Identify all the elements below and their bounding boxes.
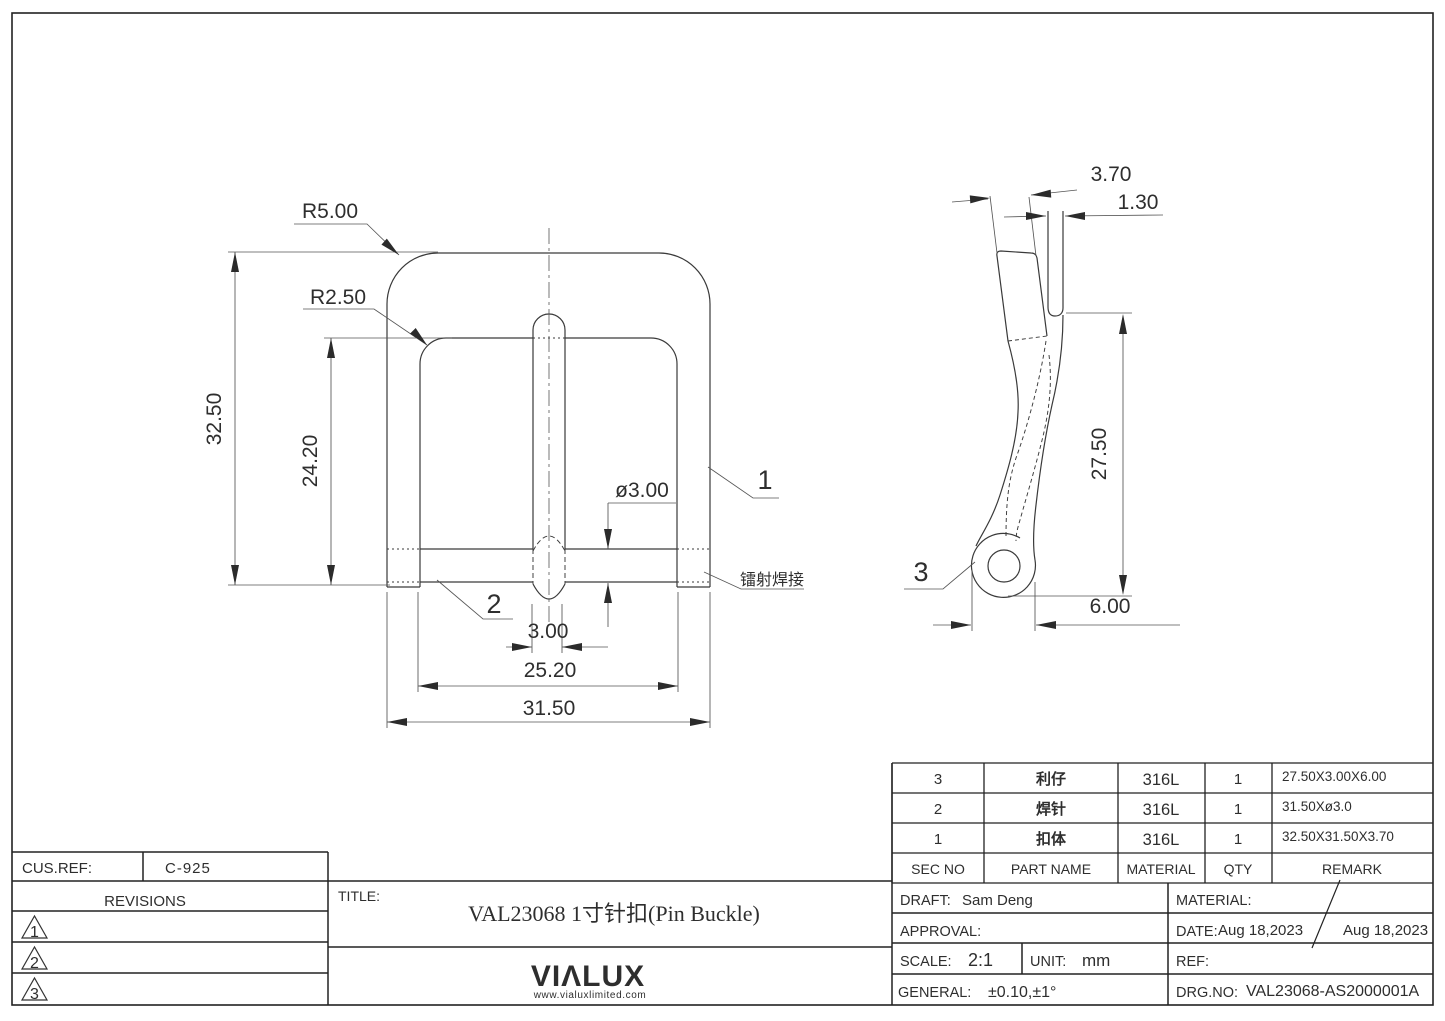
col-header-qty: QTY [1224, 861, 1253, 877]
side-view-dimensions [904, 189, 1180, 631]
cus-ref-value: C-925 [165, 860, 211, 877]
dim-overall-width: 31.50 [523, 697, 576, 720]
date-value-2: Aug 18,2023 [1343, 922, 1428, 939]
balloon-2: 2 [486, 589, 501, 619]
cell-remark-r2: 31.50Xø3.0 [1282, 799, 1352, 814]
cell-remark-r3: 27.50X3.00X6.00 [1282, 769, 1386, 784]
date-value-1: Aug 18,2023 [1218, 922, 1303, 939]
dim-inner-height: 24.20 [299, 435, 322, 488]
dim-curl-width: 6.00 [1090, 595, 1131, 618]
revisions-label: REVISIONS [104, 893, 186, 910]
cell-qty-r2: 1 [1234, 801, 1242, 818]
cell-partname-r1: 扣体 [1036, 830, 1067, 848]
general-label: GENERAL: [898, 985, 971, 1001]
scale-value: 2:1 [968, 950, 993, 970]
dim-body-thickness: 3.70 [1091, 163, 1132, 186]
side-view-arrows [951, 189, 1127, 629]
draft-label: DRAFT: [900, 893, 951, 909]
cell-material-r2: 316L [1143, 801, 1180, 819]
material-label: MATERIAL: [1176, 893, 1251, 909]
cell-material-r3: 316L [1143, 771, 1180, 789]
sheet-border [11, 12, 1434, 1006]
dim-inner-width: 25.20 [524, 659, 577, 682]
front-view-labels: R5.00 R2.50 32.50 24.20 ø3.00 3.00 25.20… [203, 200, 804, 720]
col-header-material: MATERIAL [1127, 861, 1196, 877]
date-label: DATE: [1176, 924, 1218, 940]
cell-remark-r1: 32.50X31.50X3.70 [1282, 829, 1394, 844]
cell-qty-r1: 1 [1234, 831, 1242, 848]
drg-no-label: DRG.NO: [1176, 985, 1238, 1001]
balloon-3: 3 [913, 557, 928, 587]
cell-secno-r2: 2 [934, 801, 942, 818]
approval-label: APPROVAL: [900, 924, 981, 940]
rev-marker-2: 2 [30, 955, 39, 972]
dim-pin-length: 27.50 [1088, 428, 1111, 481]
title-block-text: CUS.REF: C-925 REVISIONS 1 2 3 TITLE: VA… [20, 860, 1428, 1003]
col-header-remark: REMARK [1322, 861, 1383, 877]
cus-ref-label: CUS.REF: [22, 860, 92, 877]
side-view-labels: 3.70 1.30 27.50 6.00 3 [913, 163, 1158, 618]
unit-label: UNIT: [1030, 954, 1066, 970]
vialux-website: www.vialuxlimited.com [533, 990, 647, 1001]
dim-rod-diameter: ø3.00 [615, 479, 669, 502]
drg-no-value: VAL23068-AS2000001A [1246, 983, 1420, 1000]
front-view-arrows [231, 238, 710, 726]
drawing-title: VAL23068 1寸针扣(Pin Buckle) [468, 901, 760, 926]
title-block-lines [12, 763, 1433, 1005]
dim-pin-width: 3.00 [528, 620, 569, 643]
draft-value: Sam Deng [962, 892, 1033, 909]
dim-radius-outer: R5.00 [302, 200, 358, 223]
col-header-secno: SEC NO [911, 861, 965, 877]
cell-secno-r3: 3 [934, 771, 942, 788]
front-view [386, 228, 711, 625]
general-value: ±0.10,±1° [988, 984, 1056, 1001]
rev-marker-1: 1 [30, 924, 39, 941]
balloon-1: 1 [757, 465, 772, 495]
unit-value: mm [1082, 951, 1110, 970]
side-view [970, 211, 1064, 598]
dim-radius-inner: R2.50 [310, 286, 366, 309]
parts-table-text: 3 利仔 316L 1 27.50X3.00X6.00 2 焊针 316L 1 … [911, 769, 1394, 877]
rev-marker-3: 3 [30, 986, 39, 1003]
cell-material-r1: 316L [1143, 831, 1180, 849]
title-label: TITLE: [338, 888, 380, 904]
cell-partname-r2: 焊针 [1036, 800, 1066, 818]
cell-partname-r3: 利仔 [1036, 770, 1066, 788]
cell-secno-r1: 1 [934, 831, 942, 848]
vialux-logo: VIΛLUX [531, 960, 645, 993]
scale-label: SCALE: [900, 954, 952, 970]
dim-overall-height: 32.50 [203, 393, 226, 446]
ref-label: REF: [1176, 954, 1209, 970]
dim-tip-thickness: 1.30 [1118, 191, 1159, 214]
weld-note-label: 镭射焊接 [740, 571, 804, 589]
cell-qty-r3: 1 [1234, 771, 1242, 788]
col-header-partname: PART NAME [1011, 861, 1091, 877]
